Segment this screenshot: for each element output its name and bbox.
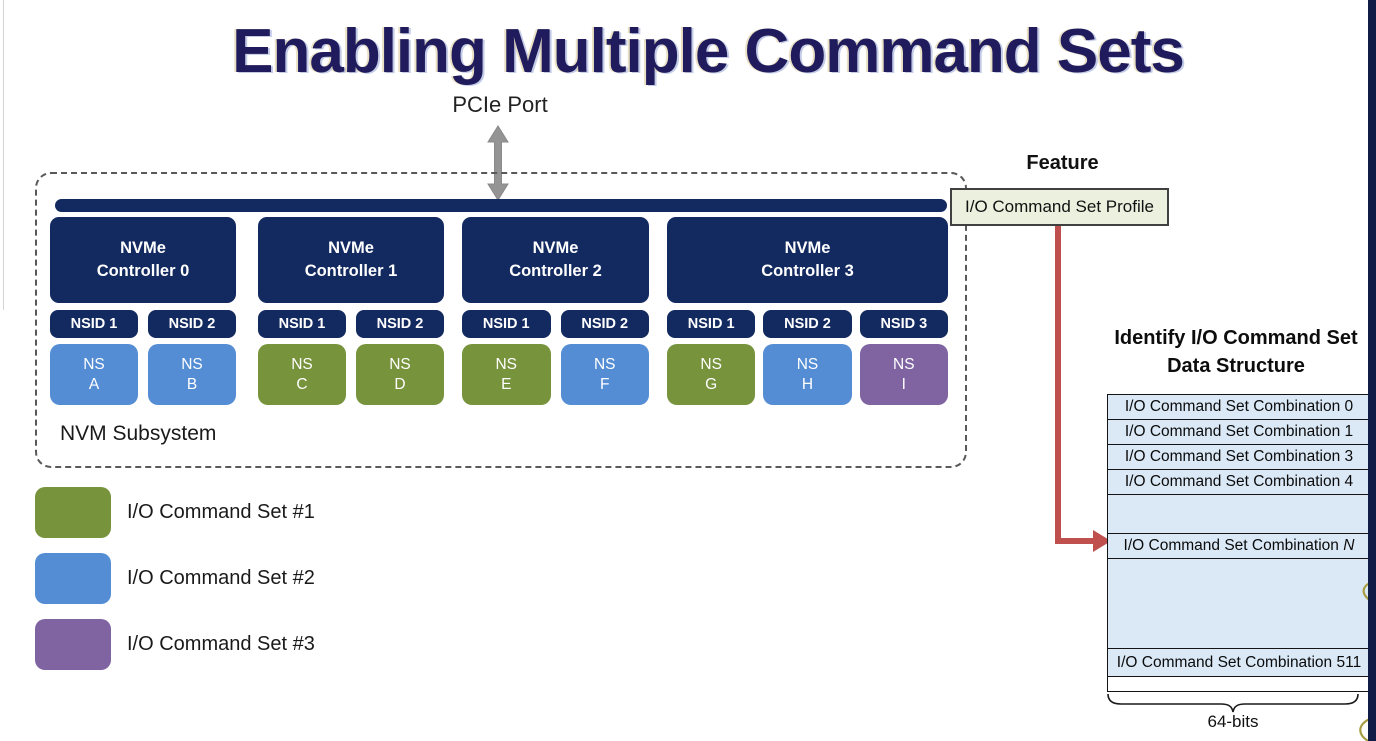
table-row-combination-n: I/O Command Set Combination N: [1108, 533, 1370, 558]
namespace-box-c: NS C: [258, 344, 346, 405]
nsid-box: NSID 2: [148, 310, 236, 338]
nsid-box: NSID 2: [763, 310, 852, 338]
legend-item-2: I/O Command Set #2: [35, 553, 315, 604]
namespace-box-f: NS F: [560, 344, 649, 405]
nvm-subsystem-label: NVM Subsystem: [60, 422, 217, 445]
nsid-box: NSID 2: [560, 310, 649, 338]
row-label: I/O Command Set Combination 1: [1124, 423, 1354, 440]
left-edge-line: [3, 0, 4, 310]
identify-heading-line1: Identify I/O Command Set: [1114, 327, 1358, 349]
ns-label: NS: [83, 355, 105, 373]
ns-label: NS: [593, 355, 616, 373]
controller-name-line1: NVMe: [532, 239, 579, 257]
table-row-combination-0: I/O Command Set Combination 0: [1108, 395, 1370, 419]
namespace-box-b: NS B: [148, 344, 236, 405]
legend-label: I/O Command Set #3: [127, 633, 315, 655]
io-command-set-combination-table: I/O Command Set Combination 0 I/O Comman…: [1107, 394, 1371, 692]
legend-label: I/O Command Set #1: [127, 501, 315, 523]
ns-letter: G: [705, 375, 718, 393]
ns-letter: E: [501, 375, 512, 393]
row-label: I/O Command Set Combination 4: [1124, 473, 1354, 490]
io-command-set-profile-box: I/O Command Set Profile: [950, 188, 1169, 226]
table-row-combination-1: I/O Command Set Combination 1: [1108, 419, 1370, 444]
legend-swatch-purple: [35, 619, 111, 670]
nsid-box: NSID 3: [859, 310, 948, 338]
table-row-empty: [1108, 558, 1370, 648]
width-label: 64-bits: [1207, 712, 1259, 731]
nvme-controller-2-box: NVMe Controller 2: [462, 217, 649, 303]
feature-heading: Feature: [1026, 152, 1099, 174]
legend-item-1: I/O Command Set #1: [35, 487, 315, 538]
nsid-box: NSID 1: [462, 310, 551, 338]
namespace-box-d: NS D: [356, 344, 444, 405]
namespace-box-g: NS G: [667, 344, 756, 405]
legend-swatch-blue: [35, 553, 111, 604]
row-label: I/O Command Set Combination: [1123, 537, 1344, 554]
pcie-port-label: PCIe Port: [452, 92, 548, 117]
row-label: I/O Command Set Combination 0: [1124, 398, 1354, 415]
nvme-controller-1-box: NVMe Controller 1: [258, 217, 444, 303]
ns-label: NS: [389, 355, 411, 373]
ns-letter: F: [600, 375, 610, 393]
namespace-box-a: NS A: [50, 344, 138, 405]
controller-name-line1: NVMe: [328, 239, 374, 257]
table-row-combination-3: I/O Command Set Combination 3: [1108, 444, 1370, 469]
slide-title: Enabling Multiple Command Sets: [232, 17, 1185, 86]
red-arrowhead-icon: [1093, 530, 1111, 552]
ns-label: NS: [893, 355, 915, 373]
ns-label: NS: [796, 355, 819, 373]
controller-group-0: NVMe Controller 0 NSID 1 NSID 2 NS A NS …: [50, 217, 236, 405]
identify-heading-line2: Data Structure: [1167, 355, 1305, 377]
controller-name-line2: Controller 1: [304, 262, 398, 280]
ns-letter: H: [801, 375, 814, 393]
controller-group-3: NVMe Controller 3 NSID 1 NSID 2 NSID 3 N…: [667, 217, 948, 405]
namespace-box-h: NS H: [763, 344, 852, 405]
nvme-controller-0-box: NVMe Controller 0: [50, 217, 236, 303]
nsid-box: NSID 1: [258, 310, 346, 338]
ns-letter: D: [394, 375, 406, 393]
legend-label: I/O Command Set #2: [127, 567, 315, 589]
row-label: I/O Command Set Combination 3: [1124, 448, 1354, 465]
table-row-empty: [1108, 494, 1370, 533]
controller-group-1: NVMe Controller 1 NSID 1 NSID 2 NS C NS …: [258, 217, 444, 405]
controller-name-line1: NVMe: [784, 239, 831, 257]
table-row-combination-4: I/O Command Set Combination 4: [1108, 469, 1370, 494]
red-connector-horizontal: [1055, 538, 1095, 544]
ns-letter: B: [186, 375, 198, 393]
namespace-box-e: NS E: [462, 344, 551, 405]
nsid-box: NSID 1: [667, 310, 756, 338]
red-connector-vertical: [1055, 224, 1061, 544]
nsid-box: NSID 1: [50, 310, 138, 338]
slide-edge-strip: [1368, 0, 1376, 741]
legend-item-3: I/O Command Set #3: [35, 619, 315, 670]
legend-swatch-green: [35, 487, 111, 538]
table-row-combination-511: I/O Command Set Combination 511: [1108, 648, 1370, 676]
ns-letter: I: [901, 375, 906, 393]
ns-label: NS: [181, 355, 203, 373]
ns-label: NS: [291, 355, 313, 373]
controller-group-2: NVMe Controller 2 NSID 1 NSID 2 NS E NS …: [462, 217, 649, 405]
row-label: I/O Command Set Combination 511: [1116, 654, 1362, 671]
controller-name-line1: NVMe: [120, 239, 166, 257]
identify-data-structure-heading: Identify I/O Command Set Data Structure: [1100, 324, 1372, 380]
controller-bus-bar: [55, 199, 947, 212]
nvm-subsystem-boundary: [35, 172, 967, 468]
ns-label: NS: [495, 355, 518, 373]
ns-label: NS: [700, 355, 722, 373]
ns-letter: A: [88, 375, 100, 393]
table-row-empty-bottom: [1108, 676, 1370, 691]
ns-letter: C: [296, 375, 308, 393]
controller-name-line2: Controller 2: [509, 262, 602, 280]
controller-name-line2: Controller 3: [761, 262, 854, 280]
nvme-controller-3-box: NVMe Controller 3: [667, 217, 948, 303]
width-brace-icon: [1107, 693, 1359, 713]
controller-name-line2: Controller 0: [96, 262, 190, 280]
nsid-box: NSID 2: [356, 310, 444, 338]
namespace-box-i: NS I: [859, 344, 948, 405]
